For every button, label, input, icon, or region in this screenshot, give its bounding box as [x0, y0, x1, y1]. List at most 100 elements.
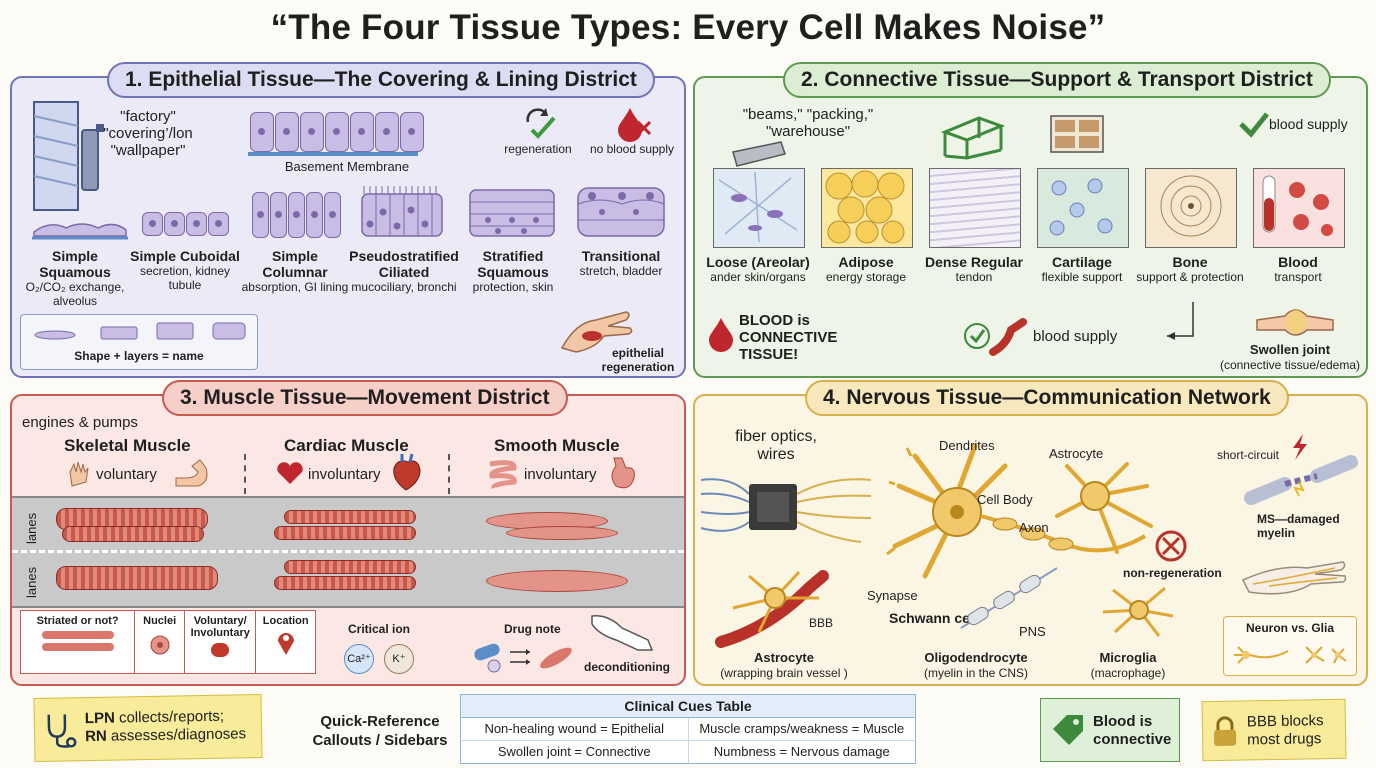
loose-fibers [718, 171, 798, 243]
lightning-icon [1293, 434, 1307, 460]
smooth-control: involuntary [524, 466, 597, 483]
cardiac-control: involuntary [308, 466, 381, 483]
check-icon [1239, 112, 1269, 138]
table-row: Non-healing wound = Epithelial Muscle cr… [461, 718, 915, 741]
astrocyte-caption: Astrocyte(wrapping brain vessel ) [720, 650, 848, 680]
engines-pumps-label: engines & pumps [22, 414, 138, 431]
blood-cells [1262, 175, 1333, 236]
nervous-panel: 4. Nervous Tissue—Communication Network … [693, 380, 1368, 686]
cartilage-cells [1049, 178, 1113, 236]
critical-ion-label: Critical ion [348, 622, 411, 636]
stomach-icon [611, 457, 635, 489]
bbb-blocks-label: BBB blocks most drugs [1246, 712, 1324, 749]
wound-hand-icon [560, 311, 633, 353]
table-cell: Muscle cramps/weakness = Muscle [699, 721, 905, 736]
flexed-arm-icon [175, 459, 208, 487]
axon-label: Axon [1019, 520, 1049, 535]
blood-supply-bottom-label: blood supply [1033, 328, 1118, 345]
arm-icon [591, 615, 654, 651]
wallpaper-icon [33, 101, 104, 211]
blood-connective-callout: Blood is connective [1040, 698, 1180, 762]
analogy-wallpaper: "wallpaper" [110, 142, 186, 159]
stethoscope-icon [47, 714, 77, 748]
cardiac-fiber-3 [284, 560, 416, 574]
clinical-cues-table: Clinical Cues Table Non-healing wound = … [460, 694, 916, 764]
regeneration-label: regeneration [504, 142, 572, 156]
simple-columnar-illustration [252, 192, 341, 238]
beam-icon [732, 141, 786, 167]
ms-damaged-myelin-label: MS—damaged myelin [1257, 512, 1340, 540]
cardiac-fiber-1 [284, 510, 416, 524]
col-nuclei: Nuclei [135, 611, 186, 673]
shape-layers-label: Shape + layers = name [74, 349, 204, 363]
smooth-cell-3 [486, 570, 628, 592]
striated-fiber-icon [41, 631, 114, 651]
cardiac-muscle-heading: Cardiac Muscle [284, 436, 409, 455]
divider-2 [448, 454, 450, 494]
neuron-glia-mini [1234, 646, 1347, 664]
blood-connective-label: Blood is connective [1093, 713, 1172, 748]
lpn-label: LPN [84, 709, 115, 728]
non-regeneration-icon [1155, 530, 1187, 562]
heart-icon [277, 462, 303, 484]
chip-wires-icon [700, 478, 872, 543]
lane-label-top: lanes [24, 512, 39, 544]
skeletal-muscle-heading: Skeletal Muscle [64, 436, 191, 455]
basement-membrane-line [248, 152, 418, 156]
page-title: “The Four Tissue Types: Every Cell Makes… [270, 8, 1106, 47]
astrocyte-top-label: Astrocyte [1049, 446, 1104, 461]
potassium-ion-badge: K⁺ [384, 644, 414, 674]
epithelial-regeneration-label: epithelial regeneration [601, 346, 675, 374]
regeneration-icon [526, 108, 556, 139]
blood-drop-icon [709, 318, 733, 352]
type-loose-areolar: Loose (Areolar)ander skin/organs [706, 254, 810, 284]
epithelial-heading: 1. Epithelial Tissue—The Covering & Lini… [107, 62, 655, 98]
pseudostratified-illustration [361, 186, 443, 237]
simple-squamous-illustration [32, 223, 128, 240]
microglia-caption: Microglia(macrophage) [1090, 650, 1166, 680]
deconditioning-label: deconditioning [584, 660, 670, 674]
col-voluntary: Voluntary/ Involuntary [185, 611, 257, 673]
nucleus-icon [150, 635, 170, 655]
cell-body-label: Cell Body [977, 492, 1033, 507]
bone-to-supply-arrow [1167, 302, 1194, 340]
lpn-rn-callout: LPN collects/reports; RN assesses/diagno… [33, 694, 263, 762]
muscle-heading: 3. Muscle Tissue—Movement District [162, 380, 568, 416]
col-striated: Striated or not? [21, 611, 136, 673]
dendrites-label: Dendrites [939, 438, 995, 453]
no-blood-supply-label: no blood supply [589, 142, 675, 156]
schwann-cell-label: Schwann cell [889, 610, 978, 626]
neuron-illustration [886, 443, 1147, 579]
no-blood-icon [618, 108, 652, 142]
toggle-icon [211, 643, 230, 657]
nervous-heading: 4. Nervous Tissue—Communication Network [805, 380, 1289, 416]
simple-cuboidal-illustration [142, 212, 229, 236]
short-circuit-label: short-circuit [1217, 448, 1280, 462]
astrocyte-vessel-illustration [715, 570, 829, 648]
non-regeneration-label: non-regeneration [1123, 566, 1222, 580]
dense-regular-illustration [929, 168, 1021, 248]
calcium-ion-badge: Ca²⁺ [344, 644, 374, 674]
smooth-muscle-heading: Smooth Muscle [494, 436, 620, 455]
synapse-label: Synapse [867, 588, 918, 603]
table-cell: Non-healing wound = Epithelial [461, 718, 689, 740]
epithelial-panel: 1. Epithelial Tissue—The Covering & Lini… [10, 62, 686, 378]
blood-supply-top-label: blood supply [1269, 116, 1348, 132]
lane-label-bottom: lanes [24, 566, 39, 598]
rn-label: RN [84, 727, 107, 746]
vessel-check-icon [964, 318, 1027, 356]
skeletal-control: voluntary [96, 466, 157, 483]
schwann-sheath-illustration [960, 567, 1058, 629]
stratified-squamous-illustration [469, 189, 555, 237]
anatomical-heart-icon [393, 453, 421, 491]
fiber-optics-label: fiber optics, wires [735, 428, 817, 463]
transitional-illustration [577, 187, 665, 237]
muscle-lanes-road: lanes lanes [12, 496, 684, 608]
